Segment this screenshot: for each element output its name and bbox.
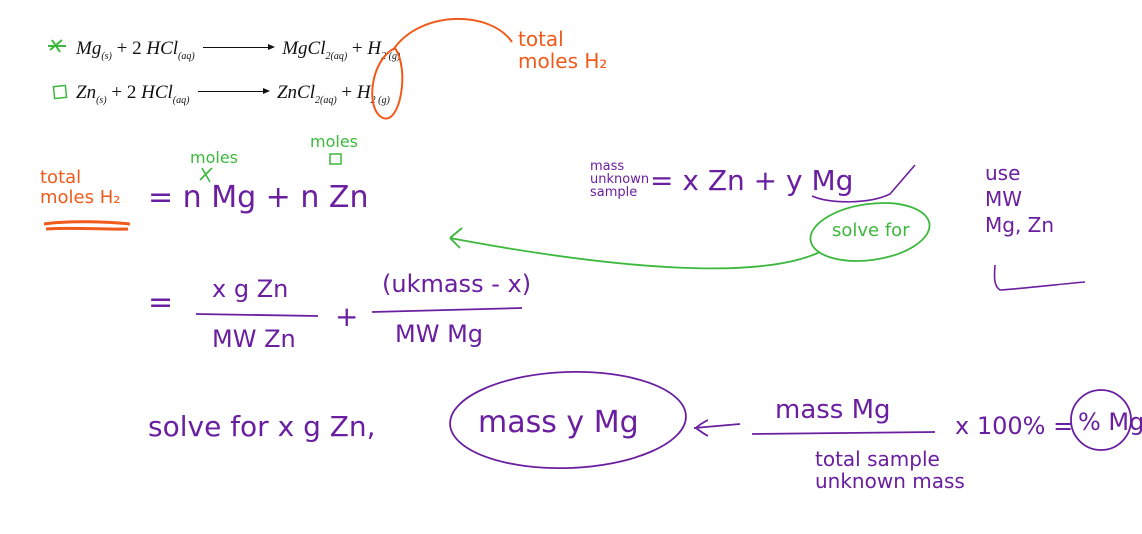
green-square-mark <box>52 84 68 100</box>
reaction-arrow <box>198 88 271 94</box>
green-star-small <box>199 167 213 183</box>
solve-for-note: solve for <box>832 220 910 241</box>
fraction1-numerator: x g Zn <box>212 275 289 303</box>
green-square-small <box>329 153 342 165</box>
green-star-mark <box>48 39 66 53</box>
mw-bracket <box>993 264 1086 291</box>
fraction2-denominator: MW Mg <box>395 320 484 348</box>
mass-unknown-sample-label: mass unknown sample <box>590 159 650 200</box>
total-moles-h2-label: total moles H₂ <box>40 167 121 208</box>
green-solve-oval <box>809 202 931 262</box>
mass-y-mg-text: mass y Mg <box>478 405 639 440</box>
moles-label-zn: moles <box>310 132 358 151</box>
mass-fraction-bar <box>751 431 936 435</box>
equation-mg: Mg(s) + 2 HCl(aq) MgCl2(aq) + H2 (g) <box>76 38 401 62</box>
result-arrow <box>693 419 741 437</box>
equals-sign: = <box>148 285 174 320</box>
fraction-bar-2 <box>371 307 523 313</box>
mass-y-mg-oval <box>449 370 687 470</box>
use-mw-note: use MW Mg, Zn <box>985 161 1055 237</box>
times-100-text: x 100% = <box>955 412 1074 440</box>
orange-h2-oval <box>371 47 404 120</box>
percent-mg-circle <box>1070 389 1132 451</box>
mass-equation: = x Zn + y Mg <box>650 164 854 197</box>
fraction-bar-1 <box>195 313 319 317</box>
mass-mg-numerator: mass Mg <box>775 395 891 425</box>
orange-underline <box>43 220 131 231</box>
y-mg-underline <box>811 164 916 203</box>
fraction1-denominator: MW Zn <box>212 325 296 353</box>
green-arrow-curve <box>449 227 821 270</box>
total-sample-denominator: total sample unknown mass <box>815 447 965 493</box>
solve-for-x-text: solve for x g Zn, <box>148 410 376 443</box>
plus-sign: + <box>335 300 359 333</box>
orange-arrow-curve <box>392 17 513 51</box>
mg-marker-text: Mg <box>76 38 102 59</box>
equation-zn: Zn(s) + 2 HCl(aq) ZnCl2(aq) + H2 (g) <box>76 82 390 106</box>
moles-label-mg: moles <box>190 148 238 167</box>
moles-sum-equation: = n Mg + n Zn <box>148 180 369 215</box>
fraction2-numerator: (ukmass - x) <box>382 270 532 298</box>
total-moles-h2-note: total moles H₂ <box>518 27 608 73</box>
reaction-arrow <box>203 44 276 50</box>
